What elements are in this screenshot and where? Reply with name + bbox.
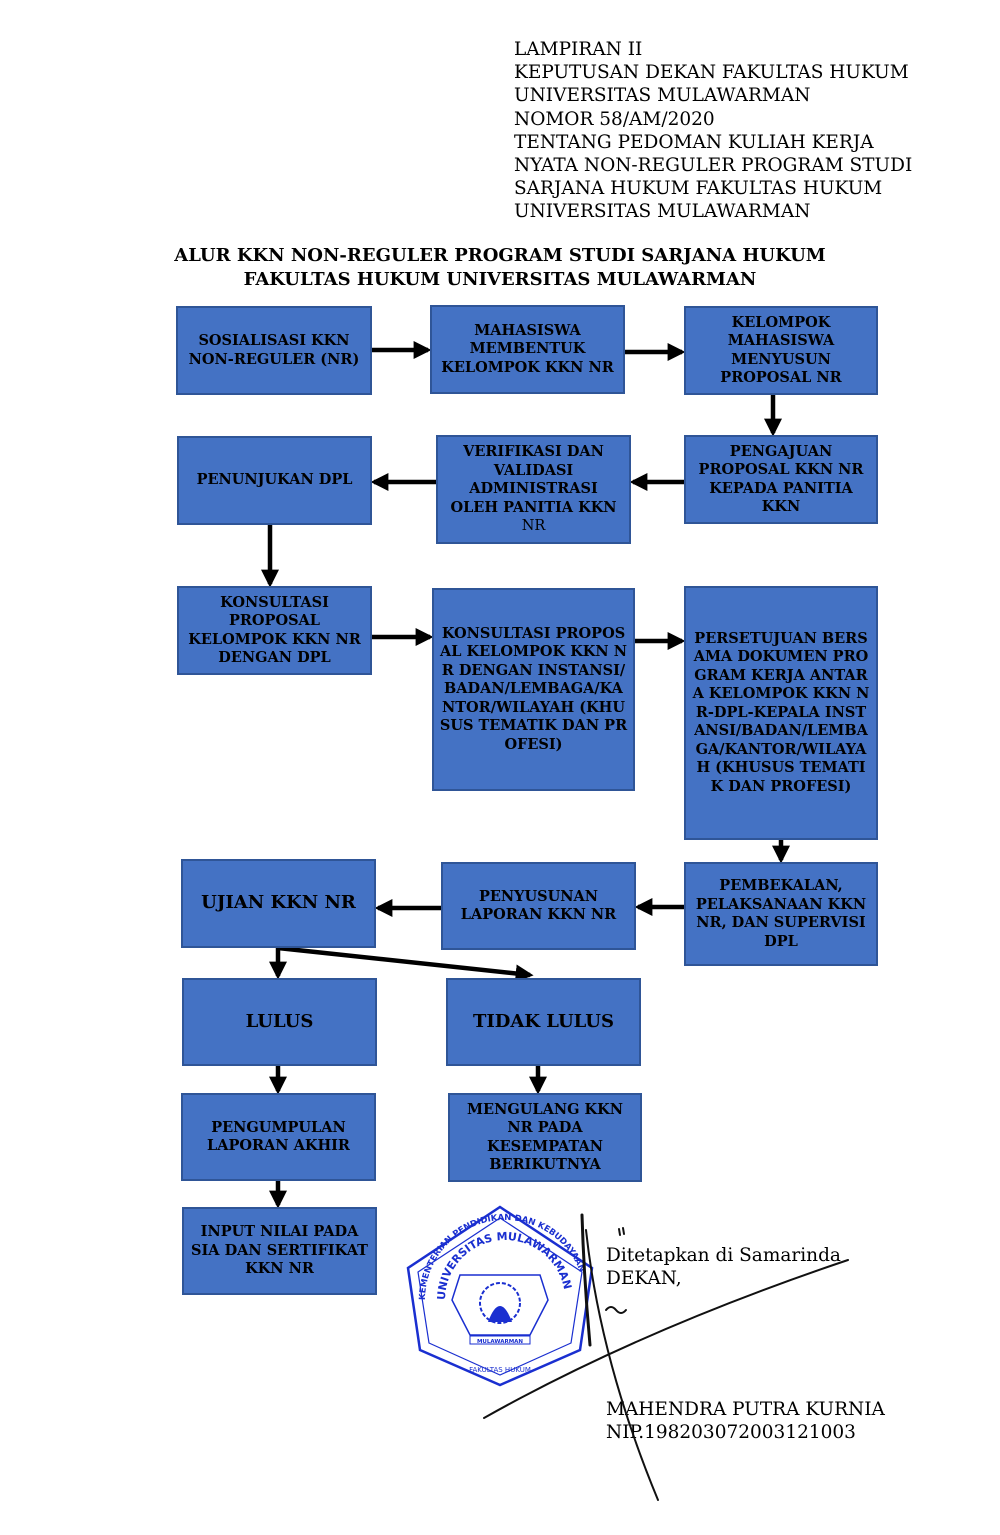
signature-position: DEKAN, [606, 1268, 682, 1289]
header-line: SARJANA HUKUM FAKULTAS HUKUM [514, 178, 883, 200]
step-label: VERIFIKASI DAN VALIDASI ADMINISTRASI OLE… [450, 443, 617, 516]
step-sosialisasi: SOSIALISASI KKN NON-REGULER (NR) [176, 306, 372, 395]
document-header: LAMPIRAN II KEPUTUSAN DEKAN FAKULTAS HUK… [514, 38, 912, 224]
signature-nip: NIP.198203072003121003 [606, 1422, 856, 1443]
step-label: PENGAJUAN PROPOSAL KKN NR KEPADA PANITIA… [698, 442, 864, 516]
stamp-ribbon: MULAWARMAN [477, 1339, 523, 1345]
step-label: INPUT NILAI PADA SIA DAN SERTIFIKAT KKN … [191, 1223, 368, 1278]
step-verifikasi: VERIFIKASI DAN VALIDASI ADMINISTRASI OLE… [436, 435, 631, 544]
header-line: KEPUTUSAN DEKAN FAKULTAS HUKUM [514, 62, 909, 84]
step-konsultasi-dpl: KONSULTASI PROPOSAL KELOMPOK KKN NR DENG… [177, 586, 372, 675]
step-penyusunan-laporan: PENYUSUNAN LAPORAN KKN NR [441, 862, 636, 950]
title-line-1: ALUR KKN NON-REGULER PROGRAM STUDI SARJA… [174, 245, 826, 266]
step-label: PENYUSUNAN LAPORAN KKN NR [460, 887, 617, 924]
step-label: MENGULANG KKN NR PADA KESEMPATAN BERIKUT… [467, 1100, 623, 1174]
arrow [277, 945, 534, 983]
step-pengajuan-proposal: PENGAJUAN PROPOSAL KKN NR KEPADA PANITIA… [684, 435, 878, 524]
step-label-suffix: NR [521, 518, 546, 535]
step-konsultasi-instansi: KONSULTASI PROPOSAL KELOMPOK KKN NR DENG… [432, 588, 635, 791]
diagram-title: ALUR KKN NON-REGULER PROGRAM STUDI SARJA… [60, 244, 940, 292]
header-line: NOMOR 58/AM/2020 [514, 108, 715, 130]
step-label: PENGUMPULAN LAPORAN AKHIR [207, 1118, 350, 1155]
header-line: TENTANG PEDOMAN KULIAH KERJA [514, 131, 874, 153]
step-ujian: UJIAN KKN NR [181, 859, 376, 948]
step-label: LULUS [245, 1010, 314, 1032]
step-label: PENUNJUKAN DPL [196, 471, 353, 489]
step-label: PEMBEKALAN, PELAKSANAAN KKN NR, DAN SUPE… [695, 877, 867, 950]
step-mengulang: MENGULANG KKN NR PADA KESEMPATAN BERIKUT… [448, 1093, 642, 1182]
step-label: KONSULTASI PROPOSAL KELOMPOK KKN NR DENG… [188, 593, 361, 667]
step-menyusun-proposal: KELOMPOK MAHASISWA MENYUSUN PROPOSAL NR [684, 306, 878, 395]
step-pengumpulan-laporan: PENGUMPULAN LAPORAN AKHIR [181, 1093, 376, 1181]
step-label: TIDAK LULUS [472, 1010, 615, 1032]
signature-place: Ditetapkan di Samarinda [606, 1245, 841, 1266]
step-label: SOSIALISASI KKN NON-REGULER (NR) [188, 332, 360, 368]
step-input-nilai: INPUT NILAI PADA SIA DAN SERTIFIKAT KKN … [182, 1207, 377, 1295]
header-line: LAMPIRAN II [514, 39, 643, 60]
step-pembekalan: PEMBEKALAN, PELAKSANAAN KKN NR, DAN SUPE… [684, 862, 878, 966]
step-membentuk-kelompok: MAHASISWA MEMBENTUK KELOMPOK KKN NR [430, 305, 625, 394]
header-line: UNIVERSITAS MULAWARMAN [514, 85, 811, 107]
step-label: KELOMPOK MAHASISWA MENYUSUN PROPOSAL NR [720, 313, 842, 387]
step-label: KONSULTASI PROPOSAL KELOMPOK KKN NR DENG… [439, 624, 628, 753]
signature-name: MAHENDRA PUTRA KURNIA [606, 1399, 885, 1420]
header-line: UNIVERSITAS MULAWARMAN [514, 201, 811, 223]
step-label: PERSETUJUAN BERSAMA DOKUMEN PROGRAM KERJ… [692, 629, 870, 795]
step-lulus: LULUS [182, 978, 377, 1066]
step-label: UJIAN KKN NR [201, 892, 356, 914]
header-line: NYATA NON-REGULER PROGRAM STUDI [514, 155, 913, 177]
step-persetujuan: PERSETUJUAN BERSAMA DOKUMEN PROGRAM KERJ… [684, 586, 878, 840]
step-label: MAHASISWA MEMBENTUK KELOMPOK KKN NR [441, 321, 614, 376]
step-tidak-lulus: TIDAK LULUS [446, 978, 641, 1066]
title-line-2: FAKULTAS HUKUM UNIVERSITAS MULAWARMAN [243, 269, 757, 290]
stamp-bottom-text: FAKULTAS HUKUM [469, 1366, 531, 1374]
step-penunjukan-dpl: PENUNJUKAN DPL [177, 436, 372, 525]
